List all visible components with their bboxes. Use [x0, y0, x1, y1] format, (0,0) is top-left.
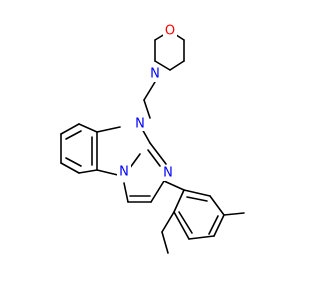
bond — [143, 99, 151, 119]
bond-layer — [60, 30, 245, 254]
bond — [163, 180, 185, 191]
bond — [123, 182, 129, 203]
bond — [60, 162, 80, 174]
bond — [65, 157, 82, 167]
bond — [154, 60, 171, 71]
bond — [188, 235, 215, 240]
bond — [150, 180, 165, 203]
imidazole-nitrogen-fused-label: N — [119, 165, 129, 180]
bond — [78, 169, 98, 174]
imidazole-nitrogen-bridge-bg — [133, 115, 147, 131]
bond — [173, 211, 190, 240]
bond — [208, 215, 219, 235]
morpholine-oxygen-label: O — [165, 24, 175, 39]
molecule-structure: O N N N N — [60, 22, 245, 254]
bond — [169, 60, 185, 71]
bond — [173, 189, 185, 213]
bond — [161, 231, 169, 254]
bond — [183, 189, 211, 197]
bond — [60, 123, 80, 135]
bond — [223, 212, 245, 216]
bond — [161, 211, 175, 233]
morpholine-nitrogen-bg — [148, 66, 162, 82]
imidazole-nitrogen-fused-bg — [117, 164, 131, 180]
imidazole-nitrogen-right-label: N — [163, 166, 173, 181]
bond — [147, 149, 161, 167]
bond — [65, 130, 82, 140]
imidazole-nitrogen-right-bg — [161, 165, 175, 181]
bond — [213, 214, 225, 237]
bond — [178, 211, 193, 234]
bond — [78, 123, 98, 133]
atom-label-layer: O N N N N — [117, 22, 177, 181]
bond — [186, 196, 208, 202]
morpholine-nitrogen-label: N — [150, 67, 160, 82]
bond — [209, 195, 225, 216]
bond — [143, 81, 156, 101]
imidazole-nitrogen-bridge-label: N — [135, 117, 145, 132]
morpholine-oxygen-bg — [163, 22, 177, 38]
bond — [149, 142, 167, 165]
bond — [96, 126, 121, 133]
